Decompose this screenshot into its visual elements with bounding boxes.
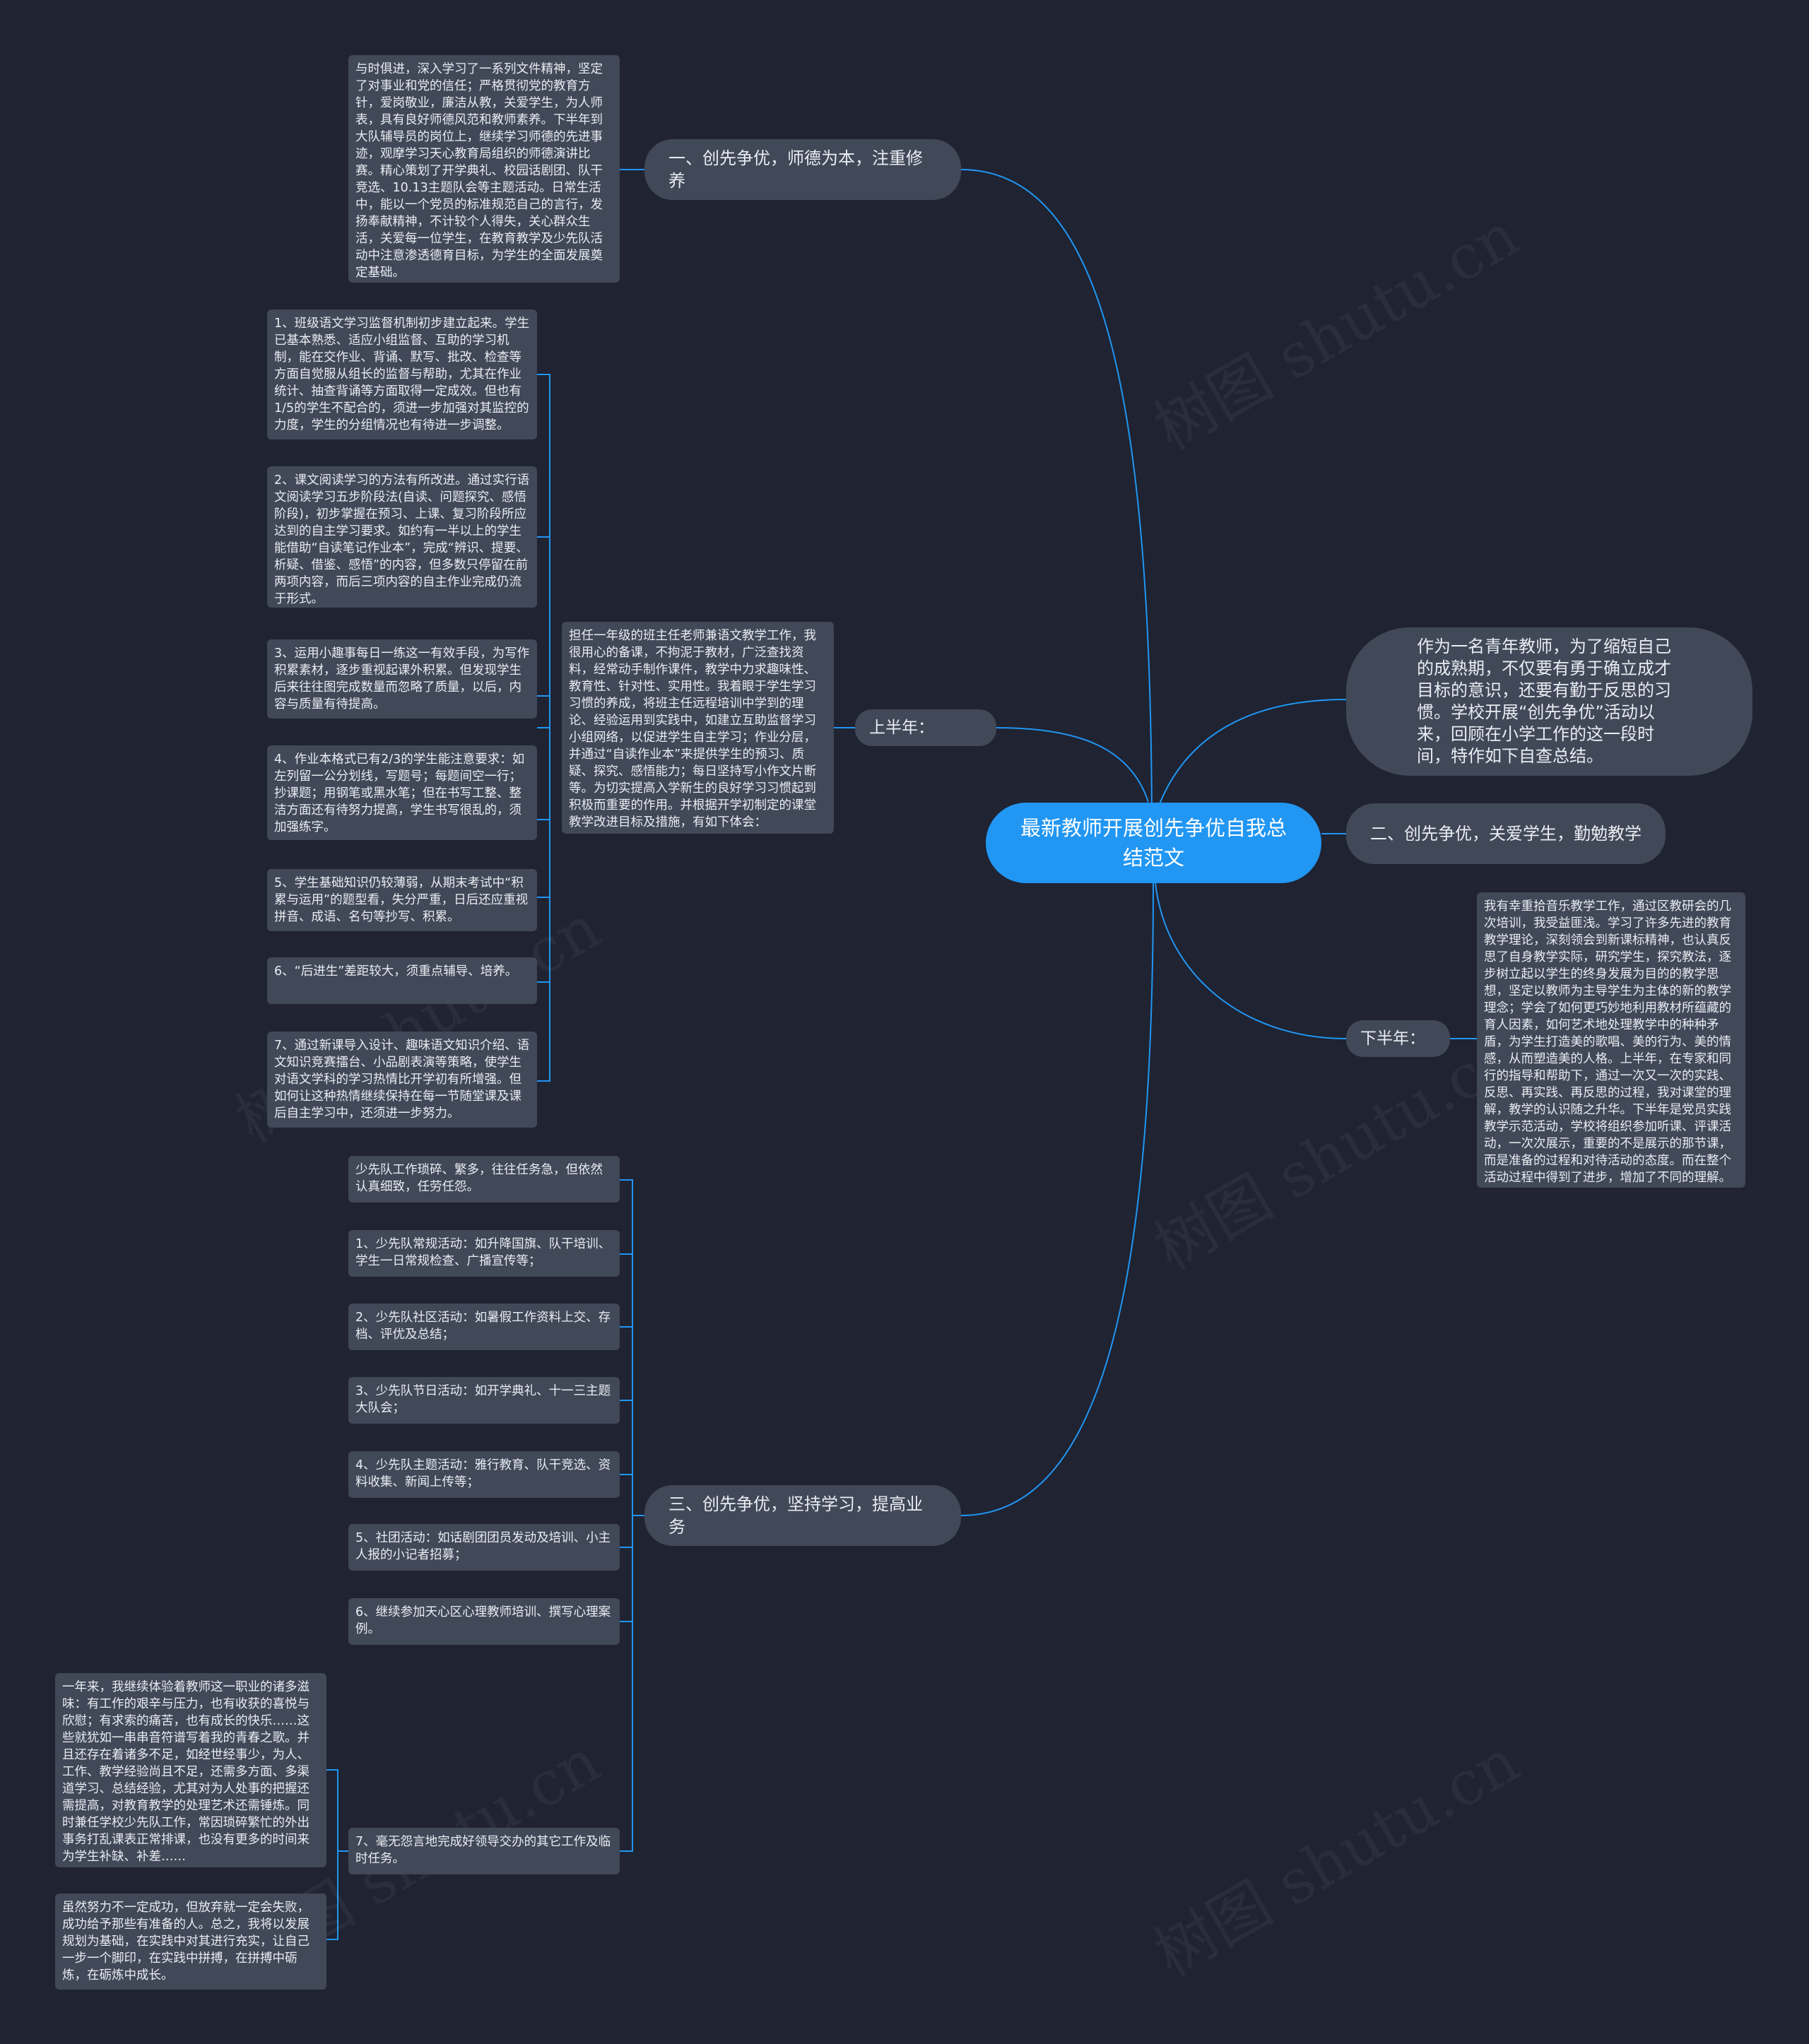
bracket-first-half-items: [537, 374, 550, 1082]
first-half-item-6[interactable]: 6、“后进生”差距较大，须重点辅导、培养。: [267, 957, 537, 1004]
bracket-sub7: [326, 1769, 348, 1940]
connector-root-intro: [1158, 699, 1347, 806]
first-half-item-4[interactable]: 4、作业本格式已有2/3的学生能注意要求：如左列留一公分划线，写题号；每题间空一…: [267, 745, 537, 840]
branch-3-study[interactable]: 三、创先争优，坚持学习，提高业务: [644, 1485, 961, 1546]
first-half-item-2[interactable]: 2、课文阅读学习的方法有所改进。通过实行语文阅读学习五步阶段法(自读、问题探究、…: [267, 466, 537, 608]
first-half-summary[interactable]: 担任一年级的班主任老师兼语文教学工作，我很用心的备课，不拘泥于教材，广泛查找资料…: [562, 622, 834, 834]
branch-3-item-5[interactable]: 5、社团活动：如话剧团团员发动及培训、小主人报的小记者招募；: [348, 1524, 620, 1571]
bracket-branch3-items: [620, 1179, 644, 1852]
first-half-item-3[interactable]: 3、运用小趣事每日一练这一有效手段，为写作积累素材，逐步重视起课外积累。但发现学…: [267, 639, 537, 719]
sub7-reflection[interactable]: 一年来，我继续体验着教师这一职业的诸多滋味：有工作的艰辛与压力，也有收获的喜悦与…: [55, 1673, 326, 1867]
branch-1-ethics[interactable]: 一、创先争优，师德为本，注重修养: [644, 139, 961, 200]
branch-3-item-1[interactable]: 1、少先队常规活动：如升降国旗、队干培训、学生一日常规检查、广播宣传等；: [348, 1230, 620, 1277]
first-half-label[interactable]: 上半年：: [855, 709, 996, 746]
branch-3-item-2[interactable]: 2、少先队社区活动：如暑假工作资料上交、存档、评优及总结；: [348, 1304, 620, 1350]
branch-3-item-0[interactable]: 少先队工作琐碎、繁多，往往任务急，但依然认真细致，任劳任怨。: [348, 1156, 620, 1203]
branch-3-item-4[interactable]: 4、少先队主题活动：雅行教育、队干竞选、资料收集、新闻上传等；: [348, 1451, 620, 1498]
connector-root-first-half: [996, 727, 1149, 803]
root-topic[interactable]: 最新教师开展创先争优自我总结范文: [986, 803, 1321, 883]
branch-3-item-3[interactable]: 3、少先队节日活动：如开学典礼、十一三主题大队会；: [348, 1377, 620, 1424]
first-half-item-5[interactable]: 5、学生基础知识仍较薄弱，从期末考试中“积累与运用”的题型看，失分严重，日后还应…: [267, 869, 537, 931]
second-half-summary[interactable]: 我有幸重拾音乐教学工作，通过区教研会的几次培训，我受益匪浅。学习了许多先进的教育…: [1477, 892, 1745, 1188]
second-half-label[interactable]: 下半年：: [1346, 1020, 1450, 1057]
branch-3-item-6[interactable]: 6、继续参加天心区心理教师培训、撰写心理案例。: [348, 1598, 620, 1645]
sub7-conclusion[interactable]: 虽然努力不一定成功，但放弃就一定会失败，成功给予那些有准备的人。总之，我将以发展…: [55, 1894, 326, 1990]
intro-node[interactable]: 作为一名青年教师，为了缩短自己的成熟期，不仅要有勇于确立成才目标的意识，还要有勤…: [1346, 627, 1752, 776]
connector-root-branch1: [960, 169, 1153, 834]
branch-2-care[interactable]: 二、创先争优，关爱学生，勤勉教学: [1346, 803, 1666, 864]
branch-3-item-7[interactable]: 7、毫无怨言地完成好领导交办的其它工作及临时任务。: [348, 1828, 620, 1874]
first-half-item-1[interactable]: 1、班级语文学习监督机制初步建立起来。学生已基本熟悉、适应小组监督、互助的学习机…: [267, 309, 537, 439]
first-half-item-7[interactable]: 7、通过新课导入设计、趣味语文知识介绍、语文知识竞赛擂台、小品剧表演等策略，使学…: [267, 1032, 537, 1128]
connector-root-second-half: [1155, 882, 1347, 1039]
branch-1-detail[interactable]: 与时俱进，深入学习了一系列文件精神，坚定了对事业和党的信任；严格贯彻党的教育方针…: [348, 55, 620, 283]
connector-root-branch3: [960, 882, 1154, 1516]
